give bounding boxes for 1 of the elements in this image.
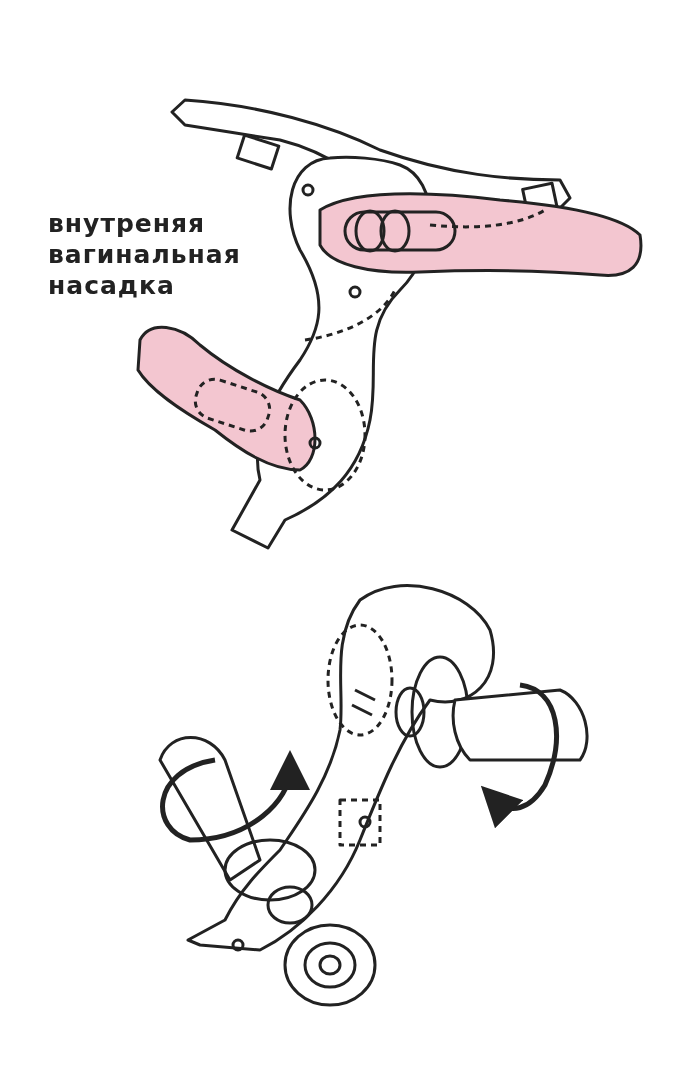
part-label: внутреняя вагинальная насадка (48, 208, 242, 301)
